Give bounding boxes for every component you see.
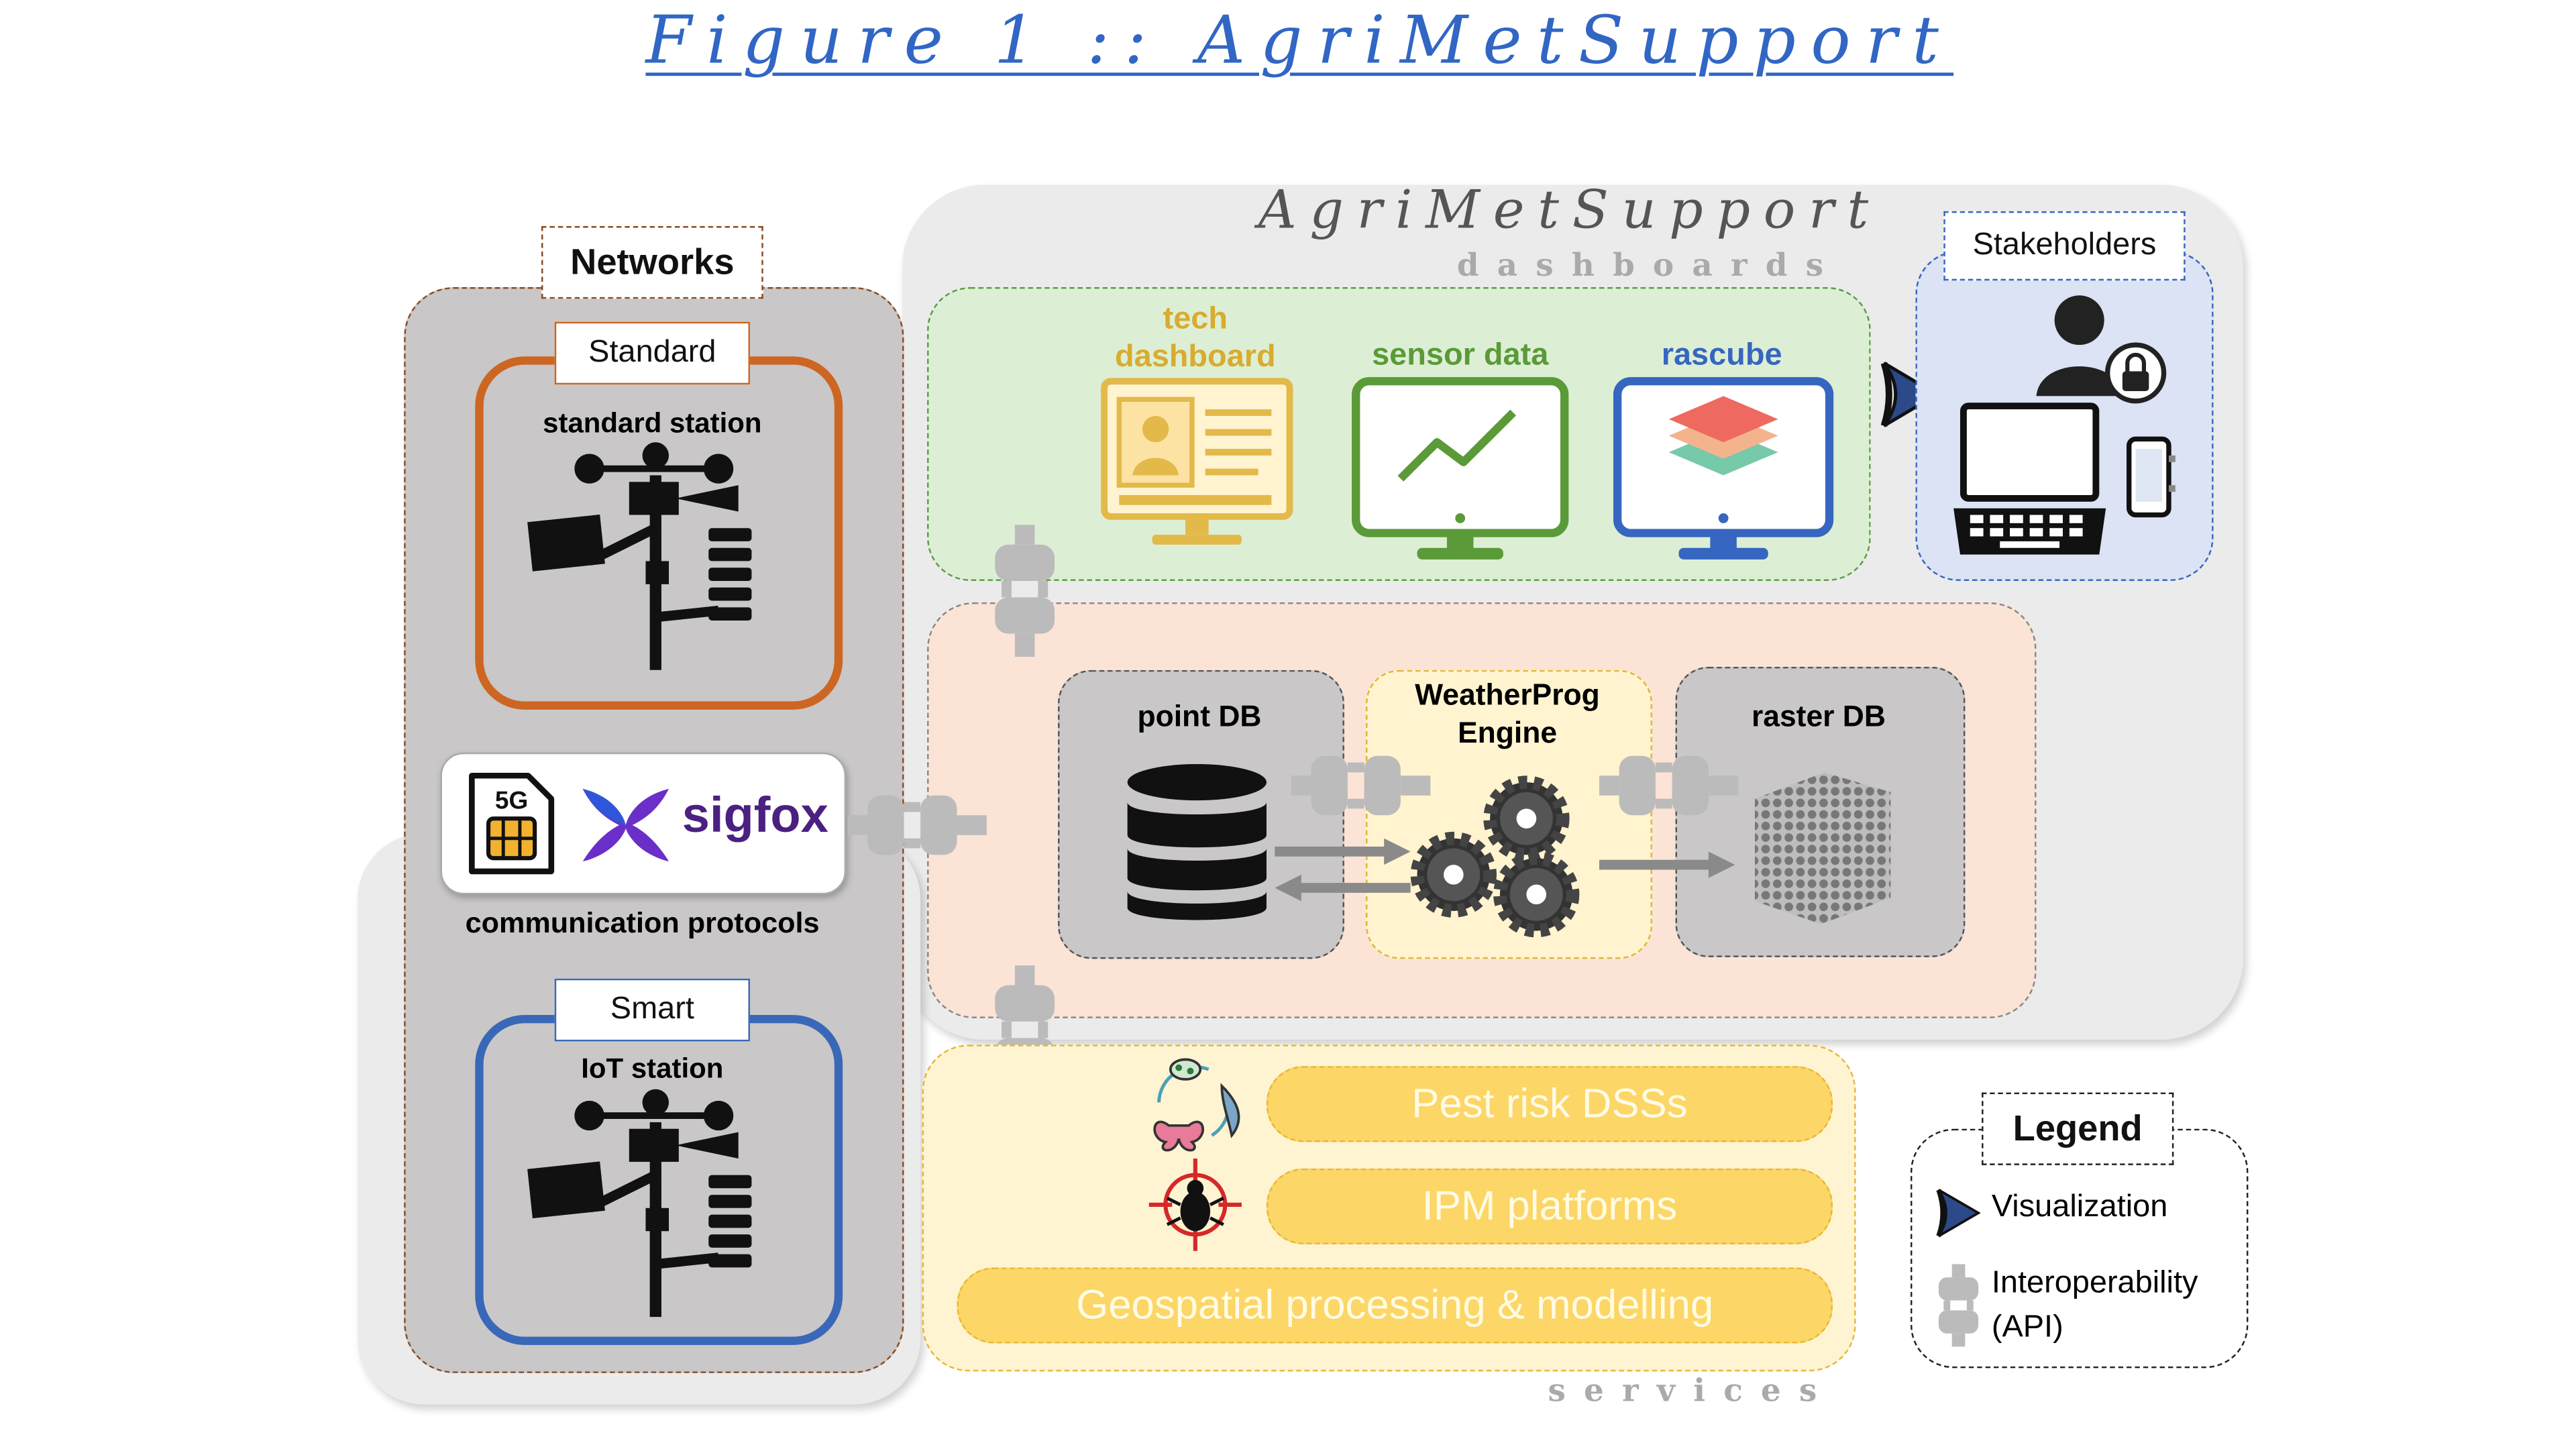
standard-tag: Standard bbox=[554, 321, 750, 385]
platform-title: AgriMetSupport bbox=[1258, 178, 1882, 241]
raster-db-label: raster DB bbox=[1751, 700, 1886, 733]
weather-station-icon bbox=[527, 442, 752, 670]
sensor-data-label: sensor data bbox=[1372, 338, 1549, 373]
dashboards-section-label: dashboards bbox=[1456, 248, 1842, 284]
legend-title: Legend bbox=[1982, 1092, 2174, 1165]
standard-station-title: standard station bbox=[543, 407, 762, 439]
pest-lifecycle-icon bbox=[1153, 1058, 1240, 1152]
api-plug-icon bbox=[995, 525, 1055, 657]
tech-dashboard-monitor-icon bbox=[1101, 378, 1293, 545]
standard-station-box bbox=[475, 356, 843, 710]
weatherprog-line1: WeatherProg bbox=[1415, 678, 1600, 712]
api-plug-icon bbox=[1291, 755, 1431, 816]
visualization-eye-icon bbox=[1880, 362, 1941, 427]
smartphone-icon bbox=[2127, 436, 2176, 518]
legend-visualization-label: Visualization bbox=[1991, 1189, 2168, 1225]
raster-cube-icon bbox=[1754, 772, 1891, 924]
iot-station-title: IoT station bbox=[581, 1053, 724, 1085]
sim-card-5g-icon: 5G bbox=[469, 772, 555, 875]
figure-title: Figure 1 :: AgriMetSupport bbox=[645, 3, 1954, 80]
sigfox-label: sigfox bbox=[682, 788, 828, 844]
gears-icon bbox=[1410, 775, 1580, 938]
weatherprog-line2: Engine bbox=[1457, 716, 1558, 749]
legend-api-plug-icon bbox=[1938, 1264, 1979, 1347]
engine-arrows bbox=[1275, 838, 1735, 902]
rascube-monitor-icon bbox=[1613, 377, 1834, 559]
database-icon bbox=[1127, 764, 1267, 920]
tech-dashboard-label: tech dashboard bbox=[1086, 301, 1305, 376]
secure-user-icon bbox=[2036, 295, 2167, 404]
sensor-data-monitor-icon bbox=[1352, 377, 1569, 559]
sim-5g-text: 5G bbox=[495, 787, 528, 814]
api-plug-icon bbox=[847, 795, 987, 855]
service-pest-risk-dss: Pest risk DSSs bbox=[1266, 1066, 1833, 1142]
smart-tag: Smart bbox=[554, 978, 750, 1042]
service-ipm-platforms: IPM platforms bbox=[1266, 1168, 1833, 1244]
communication-protocols-caption: communication protocols bbox=[465, 906, 820, 939]
service-geospatial-processing: Geospatial processing & modelling bbox=[957, 1267, 1833, 1344]
networks-label: Networks bbox=[541, 226, 763, 299]
laptop-icon bbox=[1953, 402, 2106, 555]
legend-interop-line1: Interoperability bbox=[1991, 1265, 2198, 1301]
legend-interop-line2: (API) bbox=[1991, 1310, 2063, 1345]
services-section-label: services bbox=[1548, 1373, 1835, 1409]
stakeholders-label: Stakeholders bbox=[1943, 211, 2186, 281]
legend-interoperability-label: Interoperability (API) bbox=[1992, 1261, 2198, 1350]
sigfox-logo-icon bbox=[582, 788, 669, 862]
api-plug-icon bbox=[1599, 755, 1739, 816]
pest-target-icon bbox=[1148, 1158, 1242, 1251]
weatherprog-label: WeatherProg Engine bbox=[1366, 677, 1649, 753]
point-db-label: point DB bbox=[1137, 700, 1262, 733]
tech-label-line2: dashboard bbox=[1114, 339, 1276, 375]
tech-label-line1: tech bbox=[1163, 302, 1228, 337]
legend-visualization-icon bbox=[1936, 1189, 1981, 1238]
iot-weather-station-icon bbox=[527, 1089, 752, 1318]
rascube-label: rascube bbox=[1661, 338, 1782, 373]
